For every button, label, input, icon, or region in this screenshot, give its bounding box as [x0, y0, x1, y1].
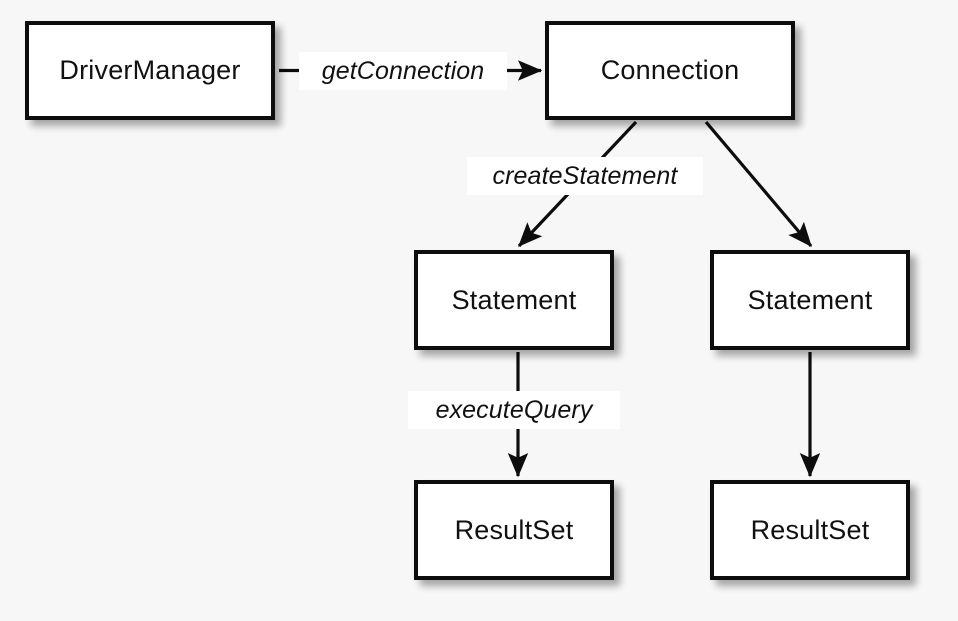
node-label-statement-right: Statement: [747, 284, 873, 315]
node-resultset-left[interactable]: ResultSet: [414, 480, 614, 580]
edge-label-get-connection: getConnection: [299, 52, 507, 90]
edge-create-statement-right: [704, 120, 813, 248]
node-statement-left[interactable]: Statement: [414, 250, 614, 350]
node-label-resultset-left: ResultSet: [454, 514, 574, 545]
node-label-connection: Connection: [600, 55, 740, 85]
node-label-statement-left: Statement: [451, 284, 577, 315]
edge-label-get-connection-text: getConnection: [321, 56, 485, 85]
node-resultset-right[interactable]: ResultSet: [710, 480, 910, 580]
node-statement-right[interactable]: Statement: [710, 250, 910, 350]
edge-label-execute-query: executeQuery: [408, 391, 620, 429]
node-label-resultset-right: ResultSet: [750, 514, 870, 545]
node-driver-manager[interactable]: DriverManager: [25, 21, 275, 120]
node-label-driver-manager: DriverManager: [59, 55, 241, 85]
edge-label-create-statement: createStatement: [467, 157, 703, 195]
node-connection[interactable]: Connection: [545, 21, 795, 120]
edge-label-execute-query-text: executeQuery: [435, 395, 593, 424]
edge-label-create-statement-text: createStatement: [492, 161, 678, 190]
